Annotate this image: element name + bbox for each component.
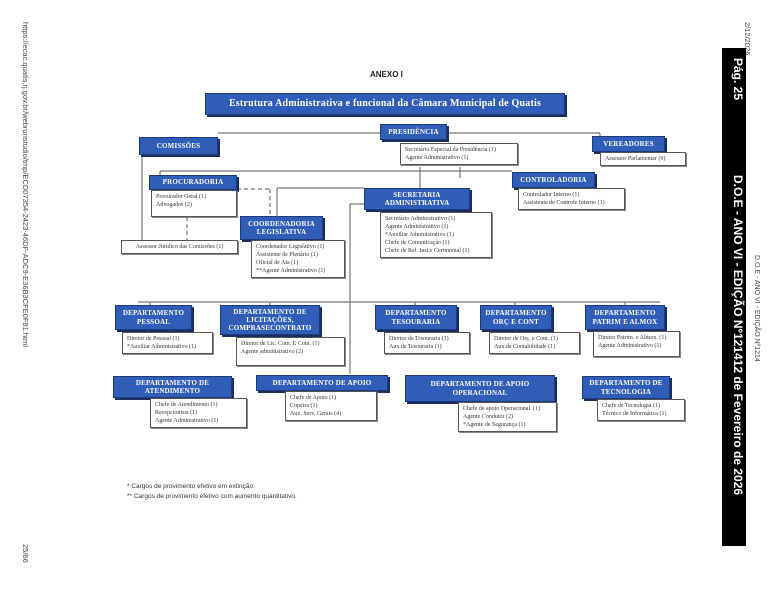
orc-roles: Diretor de Orç. e Cont. (1) Aux.de Conta…: [489, 332, 580, 355]
procuradoria-roles: Procurador Geral (1) Advogados (2): [151, 190, 237, 217]
atendimento-header: DEPARTAMENTO DE ATENDIMENTO: [113, 376, 232, 398]
apoio-operacional-roles: Chefe de apoio Operacional. (1) Agente C…: [458, 402, 557, 433]
coordenadoria-roles: Coordenador Legislativo (1) Assistente d…: [251, 240, 345, 279]
role: Recepcionista (1): [155, 410, 198, 417]
tesouraria-header: DEPARTAMENTO TESOURARIA: [375, 305, 457, 330]
pessoal-header: DEPARTAMENTO PESSOAL: [115, 305, 192, 330]
vereadores-roles: Assessor Parlamentar (9): [600, 152, 686, 167]
role: *Auxiliar Administrativo (1): [127, 344, 196, 351]
tecnologia-header: DEPARTAMENTO DE TECNOLOGIA: [582, 376, 670, 399]
licitacoes-roles: Diretor de Lic. Com. E Cont. (1) Agente …: [236, 337, 345, 366]
secretaria-header: SECRETARIA ADMINISTRATIVA: [364, 188, 470, 210]
chart-title: Estrutura Administrativa e funcional da …: [205, 93, 565, 115]
role: Agente Condutor (2): [463, 414, 513, 421]
coordenadoria-header: COORDENADORIA LEGISLATIVA: [240, 216, 323, 240]
assessor-juridico-box: Assessor Jurídico das Comissões (1): [121, 240, 238, 255]
role: Aux.de Contabilidade (1): [494, 344, 556, 351]
tecnologia-roles: Chefe de Tecnologia (1) Técnico de Infor…: [597, 399, 685, 422]
banner-bar: [722, 48, 746, 546]
role: Agente Administrativo (1): [385, 224, 449, 231]
comissoes-header: COMISSÕES: [139, 137, 218, 155]
role: Chefe de Atendimento (1): [155, 402, 218, 408]
role: Chefe de Comunicação (1): [385, 240, 450, 247]
apoio-operacional-header: DEPARTAMENTO DE APOIO OPERACIONAL: [405, 375, 555, 402]
role: Coordenador Legislativo (1): [256, 244, 325, 250]
presidencia-header: PRESIDÊNCIA: [380, 124, 447, 140]
patrim-roles: Diretor Patrim. e Almox. (1) Agente Admi…: [593, 331, 680, 357]
role: Chefe de Rel. Inst.e Cerimonial (1): [385, 248, 470, 255]
orc-header: DEPARTAMENTO ORÇ E CONT: [480, 305, 552, 330]
role: Diretor de Tesouraria (1): [389, 336, 449, 342]
footnote: * Cargos de provimento efetivo em extinç…: [127, 483, 255, 490]
role: Chefe de apoio Operacional. (1): [463, 406, 541, 412]
role: Agente Administrativo (1): [405, 155, 469, 162]
role: Aux. Serv. Gerais (4): [290, 411, 342, 418]
role: Procurador Geral (1): [156, 194, 206, 200]
role: Controlador Interno (1): [523, 192, 580, 198]
role: Diretor de Lic. Com. E Cont. (1): [241, 341, 320, 347]
role: Assistente de Plenário (1): [256, 252, 318, 259]
role: **Agente Administrativo (1): [256, 268, 326, 275]
licitacoes-header: DEPARTAMENTO DE LICITAÇÕES, COMPRASECONT…: [220, 305, 320, 335]
role: Oficial de Ata (1): [256, 260, 299, 267]
role: Copeira (1): [290, 403, 318, 410]
role: *Auxiliar Administrativo (1): [385, 232, 454, 239]
controladoria-header: CONTROLADORIA: [512, 172, 595, 188]
role: Agente Administrativo (1): [155, 418, 219, 425]
tesouraria-roles: Diretor de Tesouraria (1) Aux.de Tesoura…: [384, 332, 470, 355]
presidencia-roles: Secretário Especial da Presidência (1) A…: [400, 143, 518, 166]
role: Advogados (2): [156, 202, 192, 209]
role: *Agente de Segurança (1): [463, 422, 526, 429]
role: Assessor Parlamentar (9): [605, 156, 666, 162]
footnote: ** Cargos de provimento efetivo com aume…: [127, 493, 297, 501]
role: Diretor de Pessoal (1): [127, 336, 180, 342]
role: Agente administrativo (2): [241, 349, 303, 356]
role: Assessor Jurídico das Comissões (1): [135, 244, 224, 250]
secretaria-roles: Secretário Administrativo (1) Agente Adm…: [380, 212, 492, 259]
vereadores-header: VEREADORES: [592, 136, 665, 152]
atendimento-roles: Chefe de Atendimento (1) Recepcionista (…: [150, 398, 247, 429]
role: Diretor de Orç. e Cont. (1): [494, 336, 558, 342]
role: Secretário Especial da Presidência (1): [405, 147, 496, 153]
apoio-header: DEPARTAMENTO DE APOIO: [256, 375, 388, 391]
footnotes: * Cargos de provimento efetivo em extinç…: [127, 482, 297, 503]
role: Secretário Administrativo (1): [385, 216, 456, 222]
procuradoria-header: PROCURADORIA: [149, 175, 237, 190]
role: Diretor Patrim. e Almox. (1): [598, 335, 667, 341]
pessoal-roles: Diretor de Pessoal (1) *Auxiliar Adminis…: [122, 332, 213, 355]
role: Chefe de Apoio (1): [290, 395, 337, 401]
apoio-roles: Chefe de Apoio (1) Copeira (1) Aux. Serv…: [285, 391, 377, 422]
annex-label: ANEXO I: [370, 70, 403, 79]
role: Aux.de Tesouraria (1): [389, 344, 442, 351]
role: Agente Administrativo (1): [598, 343, 662, 350]
patrim-header: DEPARTAMENTO PATRIM E ALMOX: [585, 305, 665, 330]
controladoria-roles: Controlador Interno (1) Assistente de Co…: [518, 188, 625, 211]
role: Assistente de Controle Interno (1): [523, 200, 605, 207]
role: Chefe de Tecnologia (1): [602, 403, 660, 409]
role: Técnico de Informática (1): [602, 411, 667, 418]
